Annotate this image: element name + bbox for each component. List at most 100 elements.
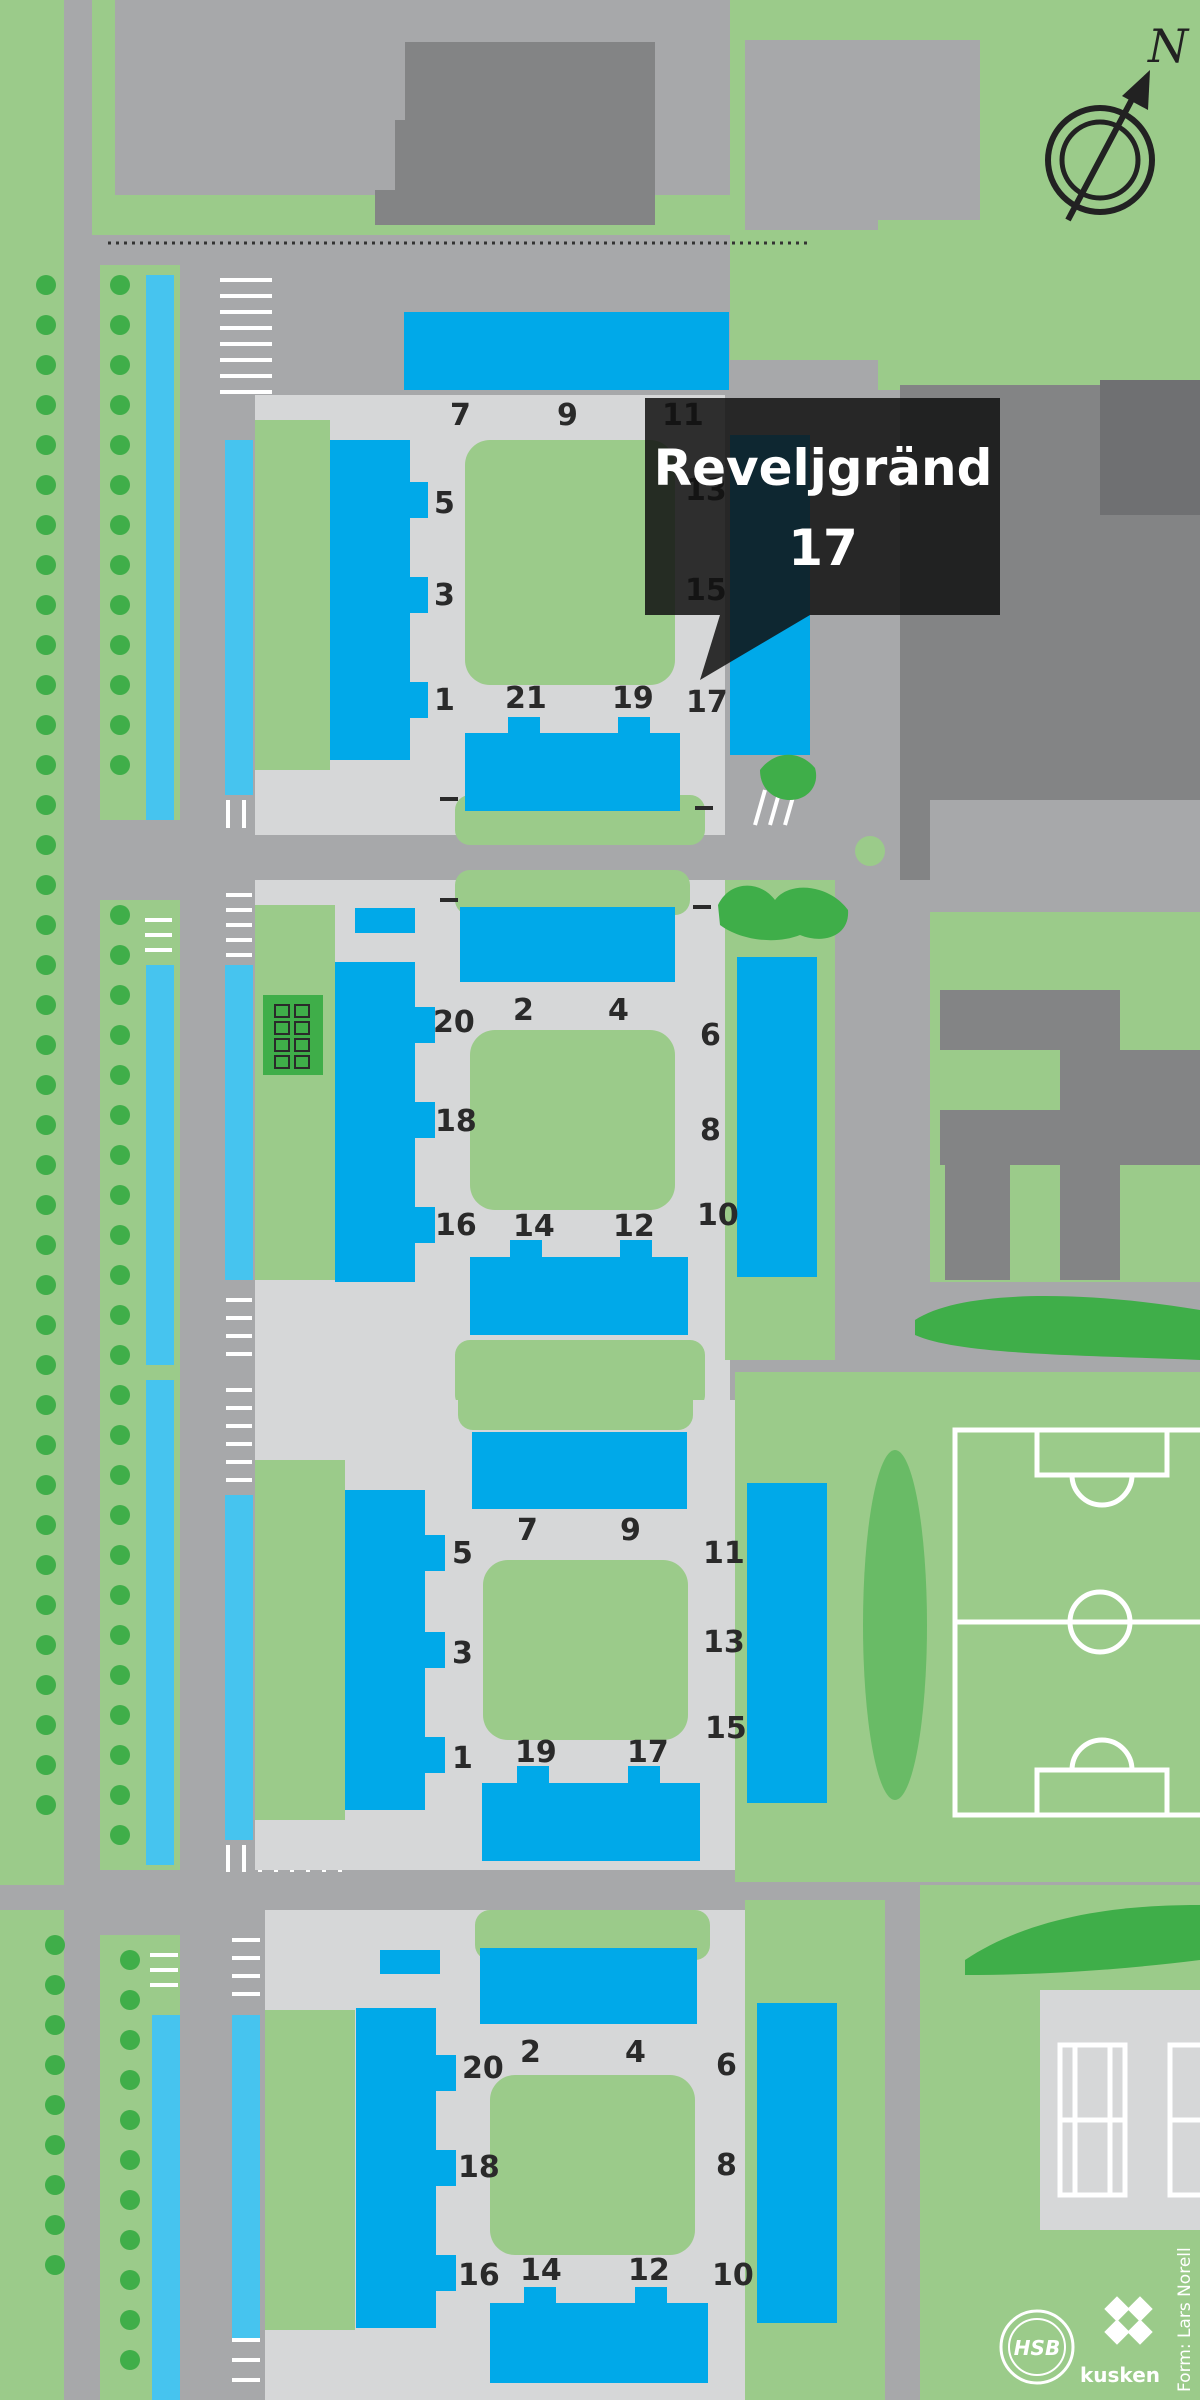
hsb-logo-text: HSB xyxy=(1014,2336,1060,2360)
house-number: 20 xyxy=(462,2051,504,2086)
entrance-markers xyxy=(440,797,713,909)
building-north-dark xyxy=(375,42,655,225)
block-b-yard xyxy=(470,1030,675,1210)
building-a-south-bay1 xyxy=(508,717,540,735)
building-c-south-bay1 xyxy=(517,1766,549,1784)
house-number: 2 xyxy=(513,993,534,1028)
building-c-west-bay3 xyxy=(423,1737,445,1773)
trees-west xyxy=(36,275,140,2370)
house-number: 10 xyxy=(712,2258,754,2293)
carport-west-2 xyxy=(146,965,174,1365)
house-number: 19 xyxy=(515,1735,557,1770)
address-tooltip[interactable]: Reveljgränd 17 xyxy=(645,398,1000,680)
house-number: 11 xyxy=(703,1536,745,1571)
block-b-lawn-left xyxy=(255,905,335,1280)
building-c-north xyxy=(472,1432,687,1509)
house-number: 7 xyxy=(450,398,471,433)
building-d-north xyxy=(480,1948,697,2024)
house-number: 19 xyxy=(612,681,654,716)
building-h-shape xyxy=(940,990,1200,1280)
building-c-south xyxy=(482,1783,700,1861)
carport-8 xyxy=(232,2015,260,2340)
house-number: 1 xyxy=(452,1741,473,1776)
house-number: 21 xyxy=(505,681,547,716)
carport-west-4 xyxy=(152,2015,180,2400)
house-number: 6 xyxy=(700,1018,721,1053)
compass: N xyxy=(1045,19,1190,222)
building-d-west xyxy=(356,2008,436,2328)
house-number: 3 xyxy=(452,1636,473,1671)
house-number: 17 xyxy=(686,685,728,720)
building-c-west-bay1 xyxy=(423,1535,445,1571)
building-d-nw-small xyxy=(380,1950,440,1974)
building-b-south-bay1 xyxy=(510,1240,542,1258)
compass-arrowhead xyxy=(1122,70,1150,110)
block-d-lawn-top xyxy=(475,1910,710,1960)
compass-outer-ring xyxy=(1045,105,1155,215)
building-a-south-bay2 xyxy=(618,717,650,735)
house-number: 12 xyxy=(613,1209,655,1244)
patch-b xyxy=(300,1325,380,1385)
road-north-right xyxy=(745,40,980,230)
house-number: 5 xyxy=(434,486,455,521)
house-number: 4 xyxy=(625,2035,646,2070)
block-b-lawn-top xyxy=(455,870,690,915)
compass-needle xyxy=(1065,86,1141,222)
building-d-west-bay3 xyxy=(434,2255,456,2291)
path-tennis xyxy=(1040,1990,1200,2230)
house-number: 16 xyxy=(458,2258,500,2293)
house-number: 3 xyxy=(434,578,455,613)
block-d-lawn-left xyxy=(265,2010,355,2330)
block-d xyxy=(265,1900,885,2400)
hedge-east-2 xyxy=(965,1905,1200,1975)
house-number: 12 xyxy=(628,2253,670,2288)
house-number: 9 xyxy=(620,1513,641,1548)
building-c-east xyxy=(747,1483,827,1803)
house-number: 7 xyxy=(517,1513,538,1548)
carport-5 xyxy=(225,440,253,795)
lawn-east-top xyxy=(878,220,1200,390)
block-c-yard xyxy=(483,1560,688,1740)
building-a-south xyxy=(465,733,680,811)
building-a-west-bay3 xyxy=(408,682,428,718)
design-credit: Form: Lars Norell xyxy=(1175,2247,1195,2392)
compass-label: N xyxy=(1147,19,1190,73)
building-c-west xyxy=(345,1490,425,1810)
house-number: 13 xyxy=(703,1625,745,1660)
building-a-north xyxy=(404,312,729,390)
house-number: 9 xyxy=(557,398,578,433)
carport-west-3 xyxy=(146,1380,174,1865)
hedge-east-1 xyxy=(915,1296,1200,1360)
trees-b-east xyxy=(718,885,849,941)
building-b-west xyxy=(335,962,415,1282)
carport-7 xyxy=(225,1495,253,1840)
carport-6 xyxy=(225,965,253,1280)
building-d-south xyxy=(490,2303,708,2383)
house-number: 8 xyxy=(700,1113,721,1148)
house-number: 6 xyxy=(716,2048,737,2083)
house-number: 1 xyxy=(434,683,455,718)
house-number: 14 xyxy=(520,2253,562,2288)
house-number: 14 xyxy=(513,1209,555,1244)
building-c-south-bay2 xyxy=(628,1766,660,1784)
building-c-west-bay2 xyxy=(423,1632,445,1668)
building-d-west-bay1 xyxy=(434,2055,456,2091)
tooltip-number: 17 xyxy=(788,519,858,577)
block-c xyxy=(255,1360,835,1880)
building-d-west-bay2 xyxy=(434,2150,456,2186)
building-d-south-bay1 xyxy=(524,2287,556,2305)
block-a-lawn-left xyxy=(255,420,330,770)
playground xyxy=(263,995,323,1075)
tree-round xyxy=(855,836,885,866)
block-d-yard xyxy=(490,2075,695,2255)
tooltip-title: Reveljgränd xyxy=(654,439,993,497)
house-number: 20 xyxy=(433,1005,475,1040)
carport-west-1 xyxy=(146,275,174,820)
school-wing xyxy=(1100,380,1200,515)
house-number: 5 xyxy=(452,1536,473,1571)
trees-a-east xyxy=(760,754,817,800)
building-b-east xyxy=(737,957,817,1277)
building-b-west-bay2 xyxy=(413,1102,435,1138)
tennis-court-2 xyxy=(1167,2042,1200,2198)
